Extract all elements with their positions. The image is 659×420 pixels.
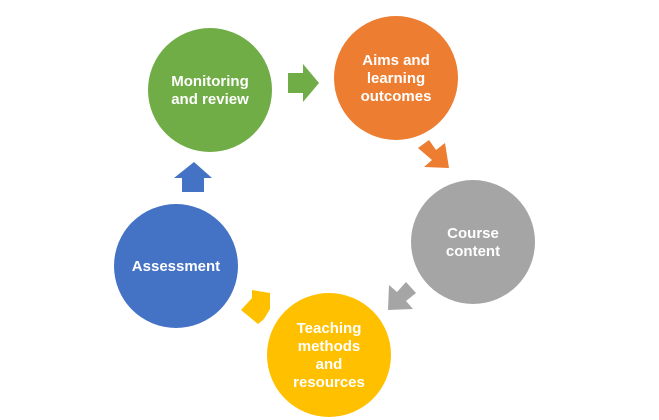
arrow-aims-to-content	[418, 140, 449, 168]
node-assessment: Assessment	[114, 204, 238, 328]
arrow-content-to-teaching	[388, 282, 416, 310]
node-label-line: Course	[447, 225, 499, 242]
node-label-line: content	[446, 243, 500, 260]
node-label-line: outcomes	[361, 88, 432, 105]
node-label-line: Assessment	[132, 258, 220, 275]
node-label-line: and	[316, 356, 343, 373]
node-label-line: Aims and	[362, 52, 430, 69]
node-label-line: Monitoring	[171, 73, 248, 90]
arrow-monitoring-to-aims	[288, 64, 319, 102]
node-label-line: Teaching	[297, 320, 362, 337]
arrow-assessment-to-monitoring	[174, 162, 212, 192]
arrow-teaching-to-assessment	[241, 290, 270, 324]
node-label-assessment: Assessment	[132, 258, 220, 275]
node-label-line: methods	[298, 338, 361, 355]
node-label-line: learning	[367, 70, 425, 87]
node-label-line: resources	[293, 374, 365, 391]
node-label-line: and review	[171, 91, 249, 108]
